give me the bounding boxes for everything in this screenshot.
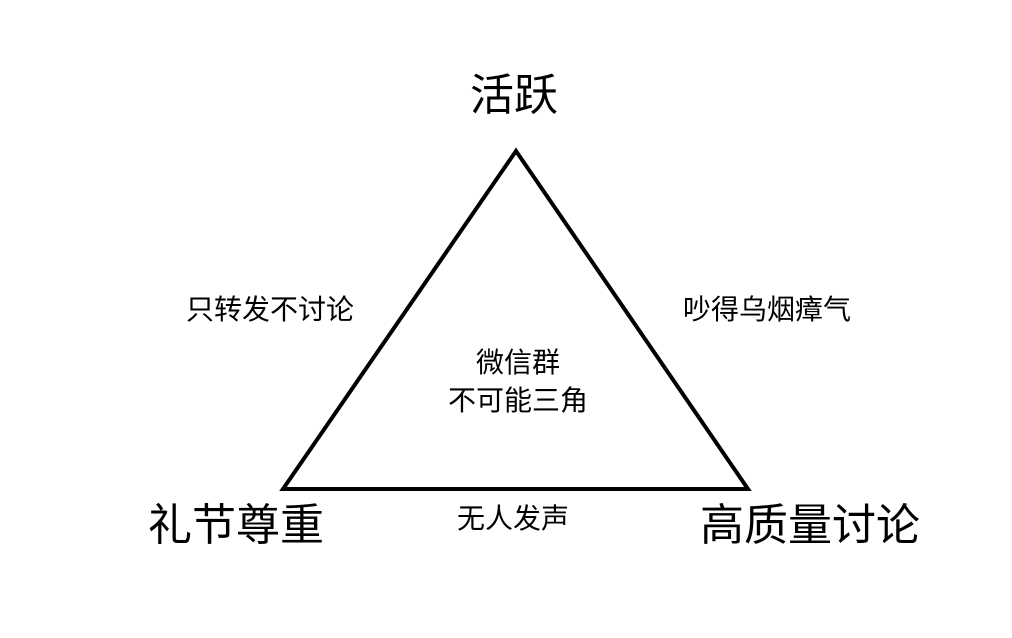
vertex-label-bottom-left: 礼节尊重: [148, 500, 324, 551]
edge-label-right: 吵得乌烟瘴气: [683, 293, 852, 326]
edge-label-bottom: 无人发声: [457, 502, 570, 535]
triangle-outline: [279, 147, 752, 491]
vertex-label-bottom-right: 高质量讨论: [700, 500, 920, 551]
center-caption-line-1: 微信群: [475, 346, 560, 379]
edge-label-left: 只转发不讨论: [186, 293, 355, 326]
vertex-label-top: 活跃: [470, 70, 558, 121]
center-caption-line-2: 不可能三角: [447, 384, 588, 417]
center-caption: 微信群 不可能三角: [418, 344, 618, 420]
